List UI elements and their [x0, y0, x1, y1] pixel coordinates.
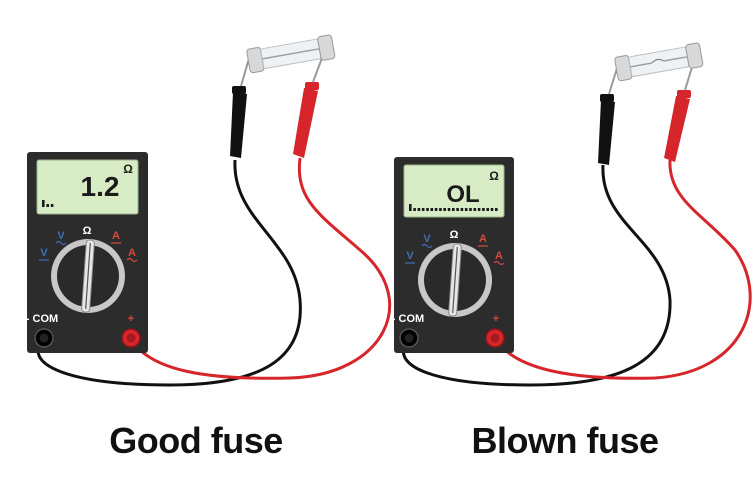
dial-mark-a-dc: A [479, 233, 487, 245]
lcd-bar-segment [46, 204, 49, 207]
lcd-reading: 1.2 [81, 171, 120, 202]
lcd-bar-graph [42, 200, 54, 207]
lcd-bar-segment [42, 200, 45, 207]
lcd-bar-segment [464, 208, 468, 211]
dial-mark-v-dc: V [40, 247, 48, 259]
lcd-bar-segment [460, 208, 464, 211]
lcd-reading: OL [446, 181, 479, 208]
lcd-screen [403, 164, 505, 218]
black-lead-wire [401, 164, 672, 387]
com-jack-label: - COM [26, 313, 58, 325]
lcd-unit-symbol: Ω [123, 162, 133, 176]
black-probe[interactable] [598, 64, 619, 165]
ac-wave-icon [126, 257, 138, 263]
com-jack-label: - COM [392, 313, 424, 325]
dial-mark-a-ac: A [128, 247, 136, 259]
dial-mark-v-ac: V [423, 233, 431, 245]
ac-wave-icon [421, 243, 433, 249]
black-lead-wire [36, 159, 302, 387]
dial-mark-ohm: Ω [83, 225, 92, 237]
lcd-bar-segment [495, 208, 498, 211]
plus-jack-plug [490, 333, 500, 343]
caption-blown-fuse: Blown fuse [471, 420, 659, 461]
pointer-line [452, 247, 458, 313]
lcd-bar-segment [473, 208, 477, 211]
ac-wave-icon [493, 260, 505, 266]
lcd-bar-segment [482, 208, 485, 211]
good-fuse-setup: 1.2 Ω V V Ω A A - COM + [26, 34, 391, 387]
lcd-bar-segment [439, 208, 442, 211]
dial-mark-v-ac: V [57, 230, 65, 242]
pointer-line [85, 243, 91, 309]
plus-jack-plug [126, 333, 136, 343]
fuse-filament-broken [630, 56, 688, 68]
lcd-bar-segment [417, 208, 421, 211]
red-probe[interactable] [293, 57, 323, 158]
lcd-bar-segment [50, 204, 54, 207]
black-probe[interactable] [230, 54, 251, 158]
red-probe[interactable] [664, 63, 694, 162]
lcd-bar-segment [421, 208, 425, 211]
com-jack-plug [404, 333, 414, 343]
lcd-bar-segment [413, 208, 416, 211]
lcd-bar-segment [434, 208, 438, 211]
fuse-good [246, 34, 336, 74]
fuse-blown [614, 42, 704, 82]
plus-jack-label: + [493, 313, 499, 325]
plus-jack-label: + [128, 313, 134, 325]
lcd-bar-segment [443, 208, 446, 211]
lcd-bar-segment [486, 208, 489, 211]
lcd-bar-segment [456, 208, 459, 211]
lcd-bar-segment [477, 208, 481, 211]
fuse-glass-body [628, 46, 690, 77]
lcd-bar-segment [426, 208, 429, 211]
dial-mark-ohm: Ω [450, 229, 459, 241]
lcd-bar-segment [447, 208, 451, 211]
lcd-bar-segment [490, 208, 494, 211]
lcd-unit-symbol: Ω [489, 169, 499, 183]
red-lead-wire [493, 159, 752, 380]
lcd-bar-segment [409, 204, 412, 211]
lcd-bar-graph [409, 204, 498, 211]
dial-mark-a-dc: A [112, 230, 120, 242]
red-lead-wire [128, 157, 391, 380]
blown-fuse-setup: OL Ω V V Ω A A - COM + [392, 42, 752, 387]
lcd-bar-segment [452, 208, 455, 211]
ac-wave-icon [55, 240, 67, 246]
lcd-bar-segment [430, 208, 434, 211]
lcd-bar-segment [469, 208, 472, 211]
lcd-screen [36, 159, 139, 215]
dial-mark-a-ac: A [495, 250, 503, 262]
com-jack-plug [39, 333, 49, 343]
caption-good-fuse: Good fuse [109, 420, 283, 461]
fuse-burn-mark [651, 58, 664, 64]
fuse-filament [262, 48, 320, 60]
dial-mark-v-dc: V [406, 250, 414, 262]
